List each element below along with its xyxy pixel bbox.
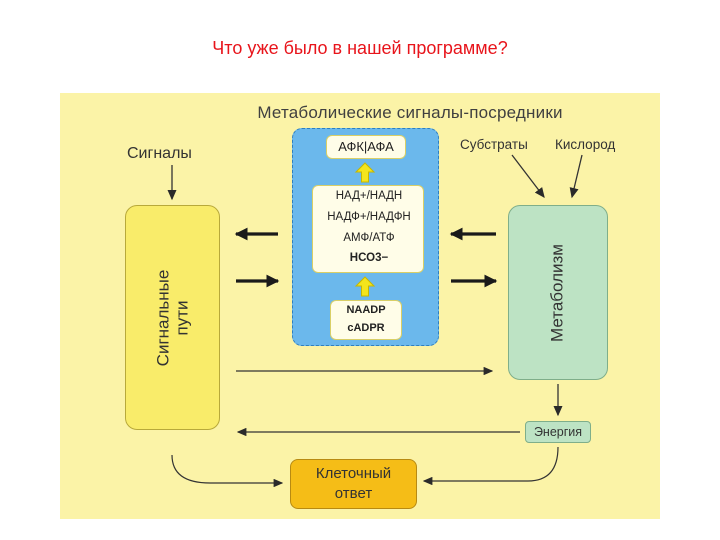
slide-title: Что уже было в нашей программе? bbox=[212, 38, 508, 58]
metabolism-box: Метаболизм bbox=[508, 205, 608, 380]
ros-box: АФК|АФА bbox=[326, 135, 406, 159]
signal-paths-box: Сигнальные пути bbox=[125, 205, 220, 430]
signals-label: Сигналы bbox=[127, 145, 192, 162]
up-arrow-icon bbox=[354, 276, 376, 297]
diagram-panel: Метаболические сигналы-посредники Сигнал… bbox=[60, 93, 660, 519]
oxygen-label: Кислород bbox=[555, 137, 616, 152]
cadpr-label: cADPR bbox=[347, 322, 385, 334]
second-messengers-box: NAADP cADPR bbox=[330, 300, 402, 340]
up-arrow-icon bbox=[354, 162, 376, 183]
arrow-energy-to-response bbox=[422, 446, 559, 486]
cell-response-box: Клеточный ответ bbox=[290, 459, 417, 509]
metabolism-label: Метаболизм bbox=[547, 243, 567, 342]
energy-box: Энергия bbox=[525, 421, 591, 443]
naadp-label: NAADP bbox=[346, 304, 386, 316]
nadp-pair: НАДФ+/НАДФН bbox=[327, 211, 411, 223]
redox-pairs-box: НАД+/НАДН НАДФ+/НАДФН АМФ/АТФ НСО3− bbox=[312, 185, 424, 273]
arrow-oxygen-to-metabolism bbox=[569, 154, 583, 199]
arrow-paths-to-response bbox=[171, 454, 284, 488]
cell-response-line-1: Клеточный bbox=[315, 465, 392, 482]
amp-atp-pair: АМФ/АТФ bbox=[343, 232, 395, 244]
cell-response-line-2: ответ bbox=[334, 485, 373, 502]
arrow-substrates-to-metabolism bbox=[511, 154, 545, 199]
substrates-label: Субстраты bbox=[460, 137, 528, 152]
bicarbonate: НСО3− bbox=[349, 252, 389, 264]
connector-layer bbox=[167, 154, 583, 488]
diagram-header: Метаболические сигналы-посредники bbox=[257, 103, 563, 122]
nad-pair: НАД+/НАДН bbox=[335, 190, 403, 202]
signal-paths-label: Сигнальные пути bbox=[152, 269, 191, 366]
